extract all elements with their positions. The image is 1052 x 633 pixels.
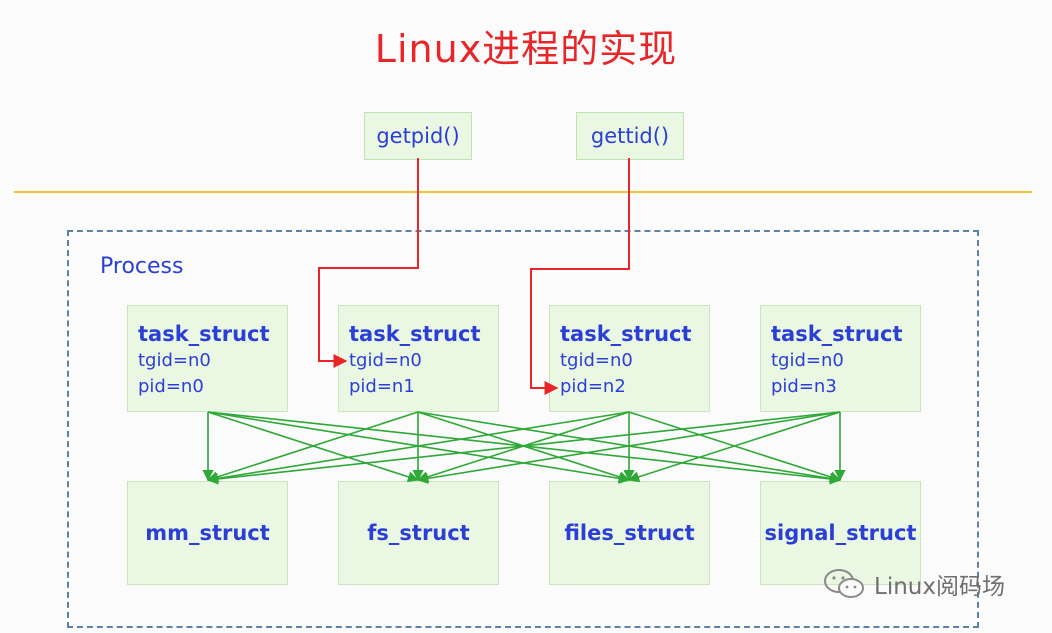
process-label: Process <box>100 254 184 279</box>
watermark-text: Linux阅码场 <box>874 574 1005 600</box>
files-struct-box: files_struct <box>549 481 710 585</box>
task-pid: pid=n3 <box>771 376 837 397</box>
task-title: task_struct <box>560 322 692 346</box>
resource-label: signal_struct <box>764 521 917 545</box>
task-tgid: tgid=n0 <box>349 350 422 371</box>
task-pid: pid=n0 <box>138 376 204 397</box>
task-box-0: task_struct tgid=n0 pid=n0 <box>127 305 288 412</box>
task-title: task_struct <box>349 322 481 346</box>
user-kernel-divider <box>14 191 1032 193</box>
resource-label: files_struct <box>564 521 695 545</box>
diagram-title: Linux进程的实现 <box>374 27 678 71</box>
gettid-label: gettid() <box>590 124 670 148</box>
signal-struct-box: signal_struct <box>760 481 921 585</box>
wechat-icon <box>824 569 864 598</box>
getpid-arrow <box>318 158 419 368</box>
task-to-resource-arrows <box>202 411 846 485</box>
task-3-to-resource-2-arrow <box>627 411 841 483</box>
fs-struct-box: fs_struct <box>338 481 499 585</box>
getpid-box: getpid() <box>364 112 472 160</box>
task-2-to-resource-0-arrow <box>206 411 630 484</box>
resource-label: mm_struct <box>145 521 270 545</box>
task-title: task_struct <box>771 322 903 346</box>
resource-label: fs_struct <box>367 521 470 545</box>
task-title: task_struct <box>138 322 270 346</box>
task-box-1: task_struct tgid=n0 pid=n1 <box>338 305 499 412</box>
task-tgid: tgid=n0 <box>771 350 844 371</box>
gettid-box: gettid() <box>576 112 684 160</box>
task-1-to-resource-0-arrow <box>206 411 419 483</box>
watermark: Linux阅码场 <box>822 567 1005 601</box>
task-pid: pid=n1 <box>349 376 415 397</box>
task-tgid: tgid=n0 <box>560 350 633 371</box>
gettid-arrow <box>530 158 630 395</box>
task-3-to-resource-1-arrow <box>416 411 841 484</box>
process-frame <box>67 230 979 628</box>
task-tgid: tgid=n0 <box>138 350 211 371</box>
task-box-2: task_struct tgid=n0 pid=n2 <box>549 305 710 412</box>
getpid-label: getpid() <box>376 124 460 148</box>
task-box-3: task_struct tgid=n0 pid=n3 <box>760 305 921 412</box>
task-pid: pid=n2 <box>560 376 626 397</box>
task-3-to-resource-0-arrow <box>206 411 841 485</box>
